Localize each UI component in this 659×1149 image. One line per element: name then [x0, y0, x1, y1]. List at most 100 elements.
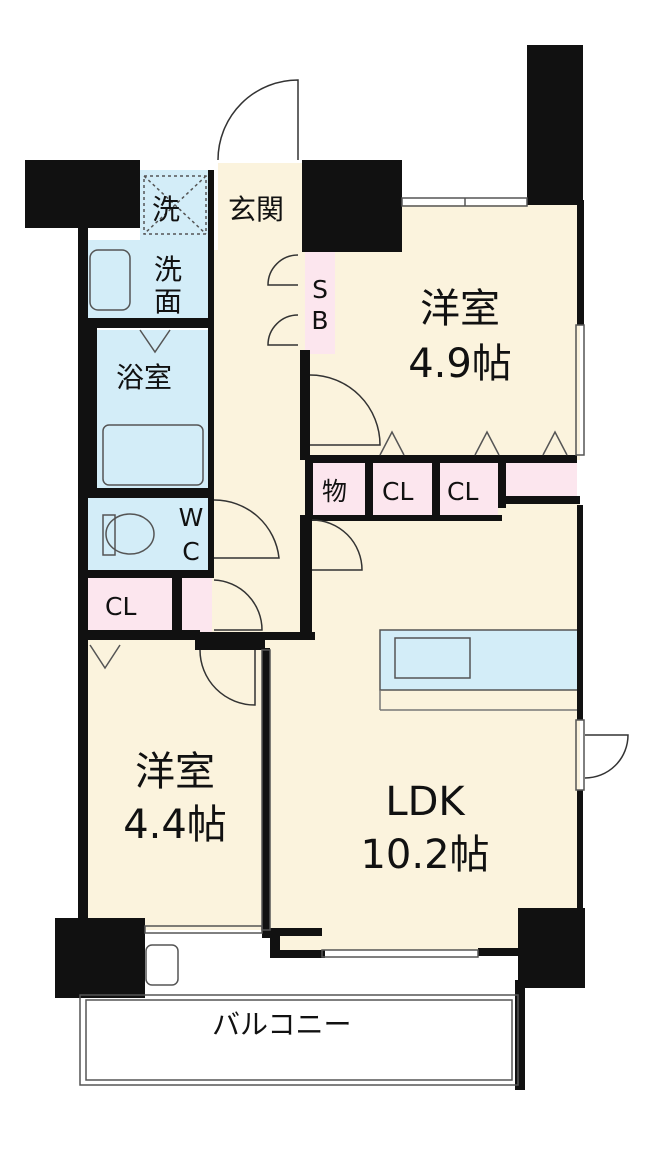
storage-floor [310, 462, 365, 517]
toilet-door-swing [213, 499, 280, 559]
ldk-door-swing [311, 519, 363, 571]
wall-hall-bottom [195, 632, 315, 640]
balcony-outline [79, 994, 519, 1086]
storage-label: 物 [322, 477, 348, 506]
wall-ldk-left [262, 648, 270, 938]
closet-triangle-3 [542, 430, 568, 456]
washroom-label-1: 洗 [153, 253, 182, 286]
wall-wash-sep [85, 318, 212, 328]
wall-column-bottom-right [518, 908, 585, 988]
sliding-door-ldk [261, 649, 271, 931]
ldk-floor [270, 500, 580, 950]
western-room-2-name: 洋室 [135, 749, 215, 795]
window-right-upper [575, 324, 585, 456]
wall-balcony-right [515, 980, 525, 1090]
closet-floor-3 [372, 462, 432, 517]
western-room-1-name: 洋室 [420, 286, 500, 332]
washing-label: 洗 [152, 193, 181, 226]
wall-cl3-left [365, 458, 373, 520]
wall-room-sep-vertical [300, 350, 310, 460]
bathroom-floor [96, 330, 212, 490]
closet-floor-4 [438, 462, 498, 517]
sb-door-2 [267, 314, 299, 346]
washroom-floor [85, 240, 212, 322]
wall-column-right-notch [527, 45, 557, 145]
toilet-label-w: W [178, 503, 204, 532]
room-floors [85, 163, 580, 950]
kitchen-door-swing [584, 734, 629, 779]
closet-door-swing [213, 579, 263, 631]
wall-storage-bottom [305, 515, 372, 521]
wall-left [78, 225, 88, 930]
wall-storage-left [305, 455, 313, 520]
wall-cl4-right [498, 458, 506, 508]
balcony-label: バルコニー [212, 1008, 352, 1041]
walls [25, 45, 585, 1090]
washroom-label-2: 面 [153, 285, 182, 318]
wall-cl-bottom [372, 515, 502, 521]
wall-cl5-bottom [498, 496, 580, 504]
balcony-inner [85, 999, 513, 1081]
wall-bottom-ldk [270, 950, 325, 958]
wall-room2-top [195, 640, 265, 650]
western-room-2-floor [85, 640, 270, 930]
wall-closet-divider [172, 578, 182, 640]
closet-floor-5 [505, 462, 577, 497]
toilet-label-c: C [182, 537, 200, 566]
toilet-floor [86, 498, 212, 571]
wall-right-lower [577, 505, 583, 720]
bathtub [102, 424, 204, 486]
bathroom-label: 浴室 [116, 361, 173, 394]
closet-floor-2 [180, 578, 212, 633]
wall-storage-top [305, 455, 577, 463]
kitchen-sink [394, 637, 471, 679]
ldk-name: LDK [385, 779, 465, 825]
western-room-1-size: 4.9帖 [408, 341, 512, 387]
wall-bottom-mid [262, 928, 322, 936]
closet-label-2: CL [382, 477, 414, 506]
window-ldk-bottom [321, 949, 479, 958]
wall-column-entrance-right [302, 160, 402, 252]
wall-toilet-bottom [85, 570, 212, 578]
shoe-box-floor [305, 250, 335, 354]
western-room-2-size: 4.4帖 [123, 802, 227, 848]
toilet-tank [102, 514, 116, 556]
wall-bath-bottom [85, 488, 212, 498]
entrance-floor [218, 163, 303, 250]
room2-door-swing [199, 649, 256, 706]
wall-column-top-left [25, 160, 140, 228]
sb-door-1 [267, 254, 299, 286]
wall-hall-right [300, 515, 312, 635]
wall-wet-right [208, 170, 214, 578]
wall-closet-bottom [85, 630, 200, 640]
shoe-box-label-s: S [312, 275, 328, 304]
wall-bottom-step [270, 928, 280, 958]
balcony-sink [145, 944, 179, 986]
shoe-box-label-b: B [311, 306, 329, 335]
room2-triangle [89, 644, 121, 670]
closet-label-1: CL [105, 592, 137, 621]
door-swings [199, 79, 629, 779]
kitchen-counter [379, 629, 579, 691]
wall-ldk-bottom-right [478, 948, 523, 956]
closet-floor-1 [85, 578, 175, 633]
toilet-bowl [105, 513, 155, 555]
wall-column-bottom-left [55, 918, 145, 998]
wall-right-bottom [577, 790, 583, 920]
window-right-kitchen [575, 719, 585, 791]
wall-right-upper [577, 200, 584, 325]
closet-label-3: CL [447, 477, 479, 506]
entrance-label: 玄関 [228, 193, 285, 226]
washer-diag-2 [143, 175, 207, 235]
closet-triangle-2 [474, 430, 500, 456]
thin-lines [79, 175, 585, 1086]
washer-pan [143, 175, 207, 235]
entrance-door-swing [217, 79, 299, 161]
wall-cl-sep [432, 458, 440, 520]
wall-bath-left [85, 320, 97, 490]
closet-triangle-1 [379, 430, 405, 456]
wash-basin [89, 249, 131, 311]
ldk-size: 10.2帖 [360, 832, 490, 878]
